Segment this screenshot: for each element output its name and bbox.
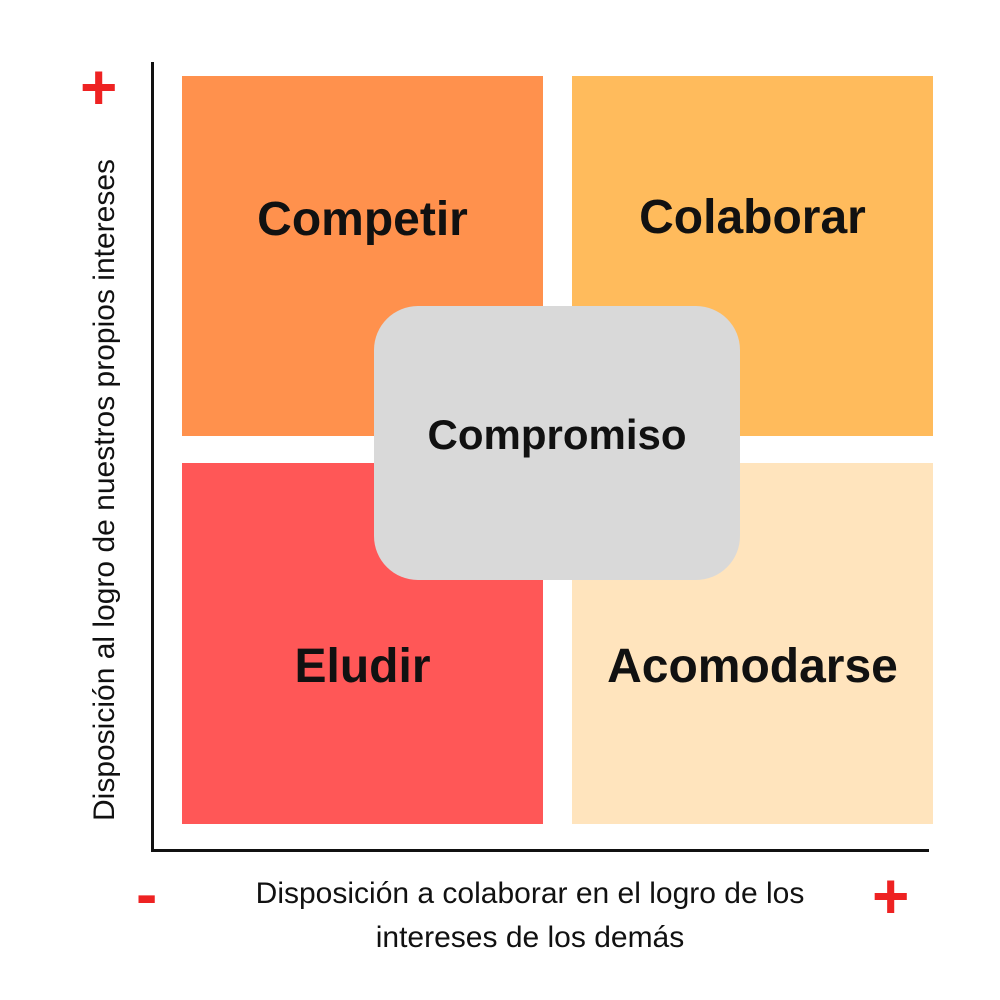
quadrant-competir-label: Competir xyxy=(257,193,468,246)
y-axis-plus-sign: + xyxy=(80,51,118,123)
y-axis-line xyxy=(151,62,154,852)
quadrant-eludir: Eludir xyxy=(182,463,543,824)
quadrant-acomodarse-label: Acomodarse xyxy=(607,639,898,693)
quadrant-competir: Competir xyxy=(182,76,543,436)
x-axis-minus-sign: - xyxy=(136,858,158,930)
quadrant-eludir-label: Eludir xyxy=(294,639,431,693)
center-compromiso-label: Compromiso xyxy=(427,411,687,458)
x-axis-label: Disposición a colaborar en el logro de l… xyxy=(255,877,805,954)
x-axis-line xyxy=(151,849,929,852)
x-axis-plus-sign: + xyxy=(872,860,910,932)
center-compromiso-box: Compromiso xyxy=(374,306,740,580)
quadrant-colaborar-label: Colaborar xyxy=(639,191,866,244)
y-axis-label: Disposición al logro de nuestros propios… xyxy=(88,158,121,822)
